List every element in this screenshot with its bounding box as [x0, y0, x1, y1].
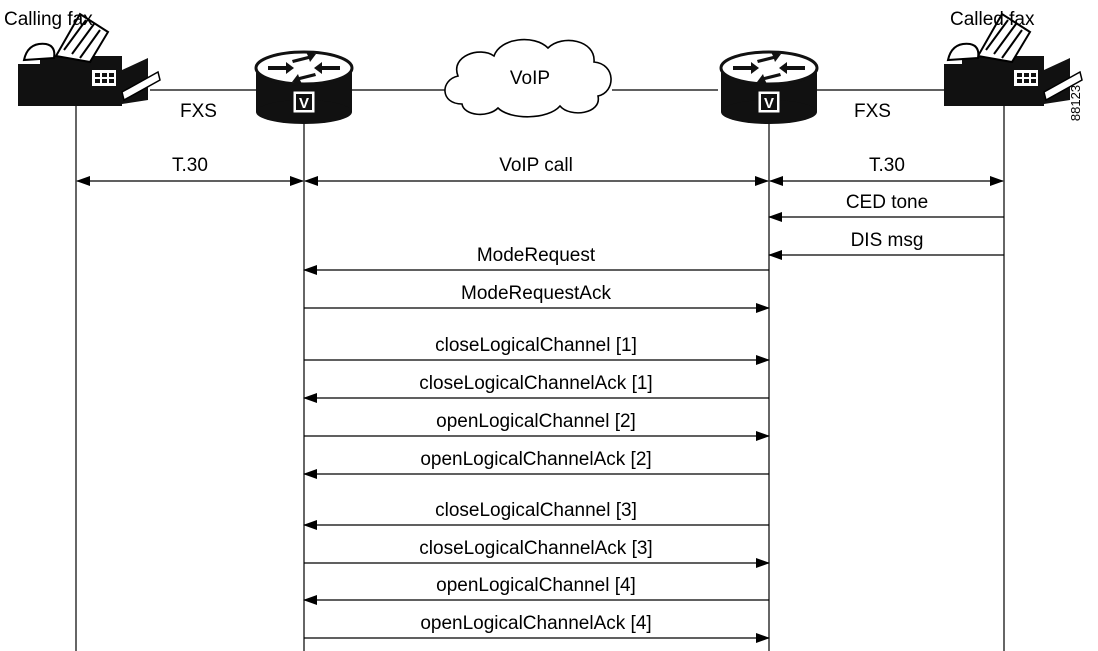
message-label: CED tone: [846, 192, 928, 213]
leg-label-t30-right: T.30: [869, 155, 905, 176]
message-label: closeLogicalChannelAck [1]: [419, 373, 652, 394]
message-label: openLogicalChannelAck [4]: [420, 613, 651, 634]
cloud-icon: [444, 38, 612, 118]
fax-machine-icon: [944, 12, 1083, 106]
message-label: closeLogicalChannelAck [3]: [419, 538, 652, 559]
message-label: DIS msg: [851, 230, 924, 251]
calling-fax-label: Calling fax: [4, 9, 93, 30]
cloud-label: VoIP: [510, 68, 550, 89]
router-badge-left: V: [299, 95, 309, 112]
router-icon: [254, 50, 354, 124]
message-label: ModeRequestAck: [461, 283, 611, 304]
message-label: openLogicalChannelAck [2]: [420, 449, 651, 470]
message-label: closeLogicalChannel [3]: [435, 500, 637, 521]
message-label: openLogicalChannel [4]: [436, 575, 636, 596]
leg-label-t30-left: T.30: [172, 155, 208, 176]
leg-label-voip-call: VoIP call: [499, 155, 573, 176]
message-label: ModeRequest: [477, 245, 596, 266]
router-icon: [719, 50, 819, 124]
fxs-left-label: FXS: [180, 101, 217, 122]
fxs-right-label: FXS: [854, 101, 891, 122]
fax-machine-icon: [18, 12, 161, 106]
router-badge-right: V: [764, 95, 774, 112]
figure-id: 88123: [1068, 85, 1083, 121]
message-label: openLogicalChannel [2]: [436, 411, 636, 432]
message-label: closeLogicalChannel [1]: [435, 335, 637, 356]
called-fax-label: Called fax: [950, 9, 1035, 30]
